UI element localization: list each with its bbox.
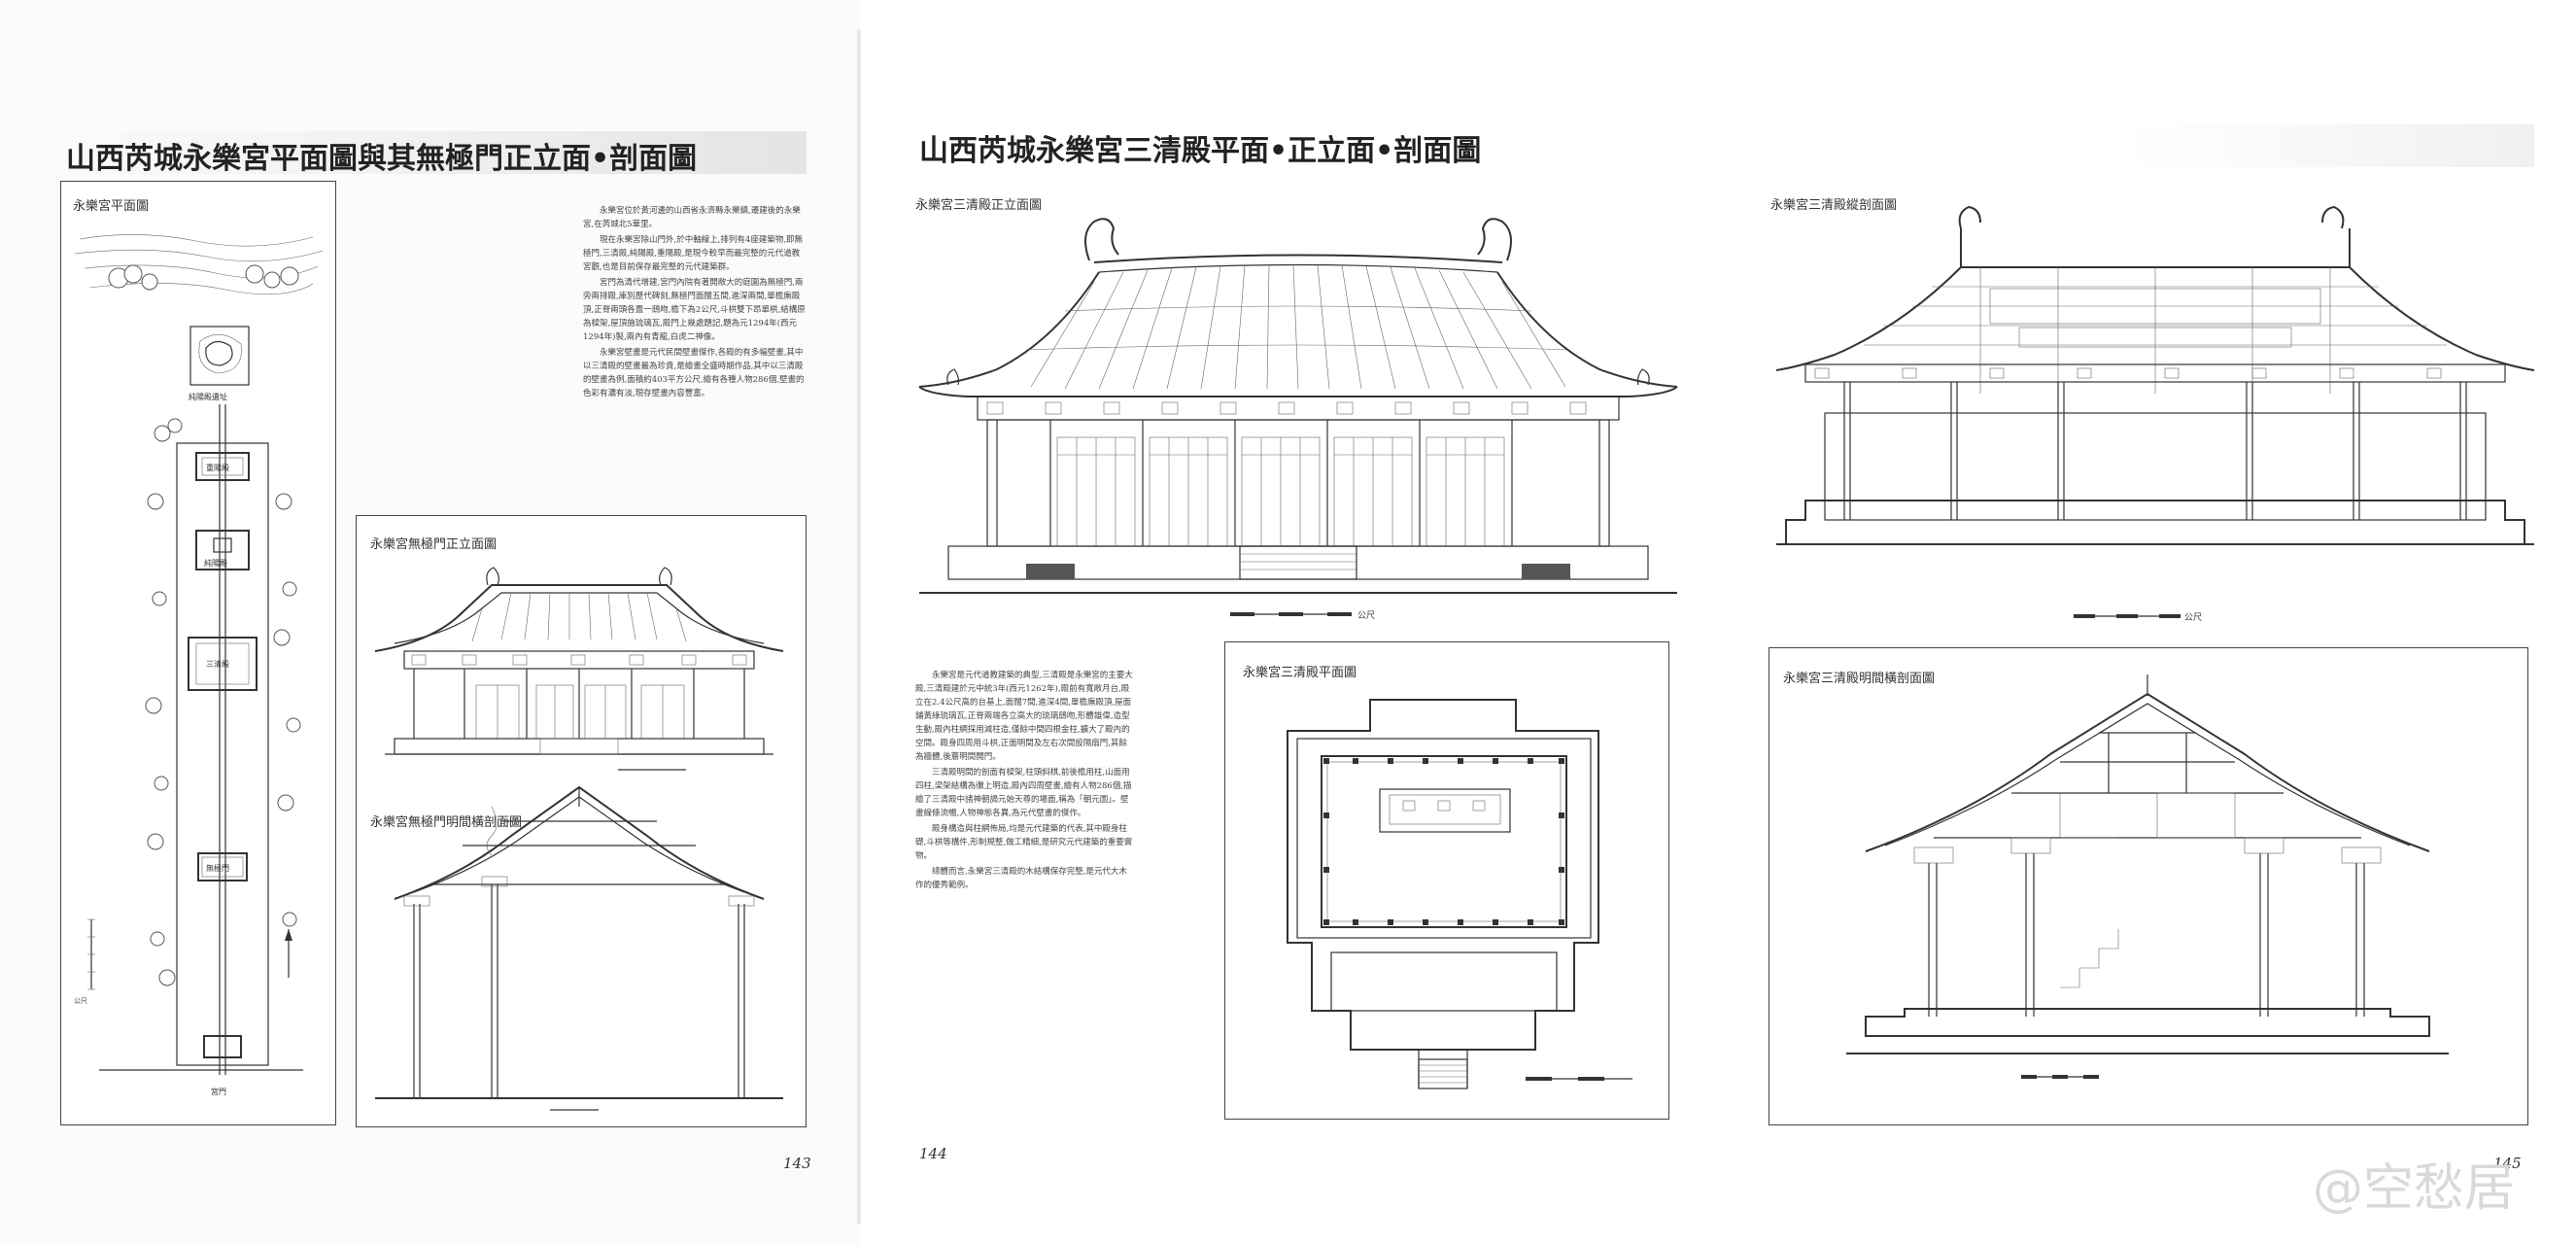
paragraph: 現在永樂宮除山門外,於中軸線上,排列有4座建築物,即無極門,三清殿,純陽殿,重陽… <box>583 235 804 272</box>
site-scale-units: 公尺 <box>74 997 87 1005</box>
paragraph: 永樂宮位於黃河邊的山西省永濟縣永樂鎮,遷建後的永樂宮,在芮城北5華里。 <box>583 206 801 229</box>
sanqing-cross-section <box>1846 674 2449 1079</box>
sanqing-long-section <box>1775 205 2535 545</box>
wuji-gate-elevation <box>374 567 784 1111</box>
paragraph: 殿身構造與柱網佈局,均是元代建築的代表,其中殿身柱礎,斗栱等構件,形制規整,做工… <box>915 824 1133 861</box>
long-section-scale-bar <box>2074 614 2181 618</box>
sanqing-hall-plan <box>1287 699 1632 1089</box>
cross-section-frame: 永樂宮三清殿明間橫剖面圖 <box>1769 647 2528 1125</box>
wuji-elevation-label: 永樂宮無極門正立面圖 <box>370 537 498 552</box>
title-bar <box>39 131 807 174</box>
wuji-gate-frame: 永樂宮無極門正立面圖 永樂宮無極門明間橫剖面圖 <box>356 515 807 1127</box>
watermark: @空愁居 <box>2313 1159 2516 1218</box>
cross-section-label: 永樂宮三清殿明間橫剖面圖 <box>1783 672 1936 686</box>
sanqing-hall-elevation <box>918 218 1678 594</box>
sanqing-plan-frame: 永樂宮三清殿平面圖 <box>1224 641 1669 1120</box>
paragraph: 永樂宮壁畫是元代民間壁畫傑作,各殿的有多幅壁畫,其中以三清殿的壁畫最為珍貴,是繪… <box>583 348 805 398</box>
long-section-scale-units: 公尺 <box>2184 613 2203 623</box>
page-143: 山西芮城永樂宮平面圖與其無極門正立面•剖面圖 永樂宮平面圖 純陽殿遺址 重陽殿 … <box>0 0 860 1244</box>
paragraph: 總體而言,永樂宮三清殿的木結構保存完整,是元代大木作的優秀範例。 <box>915 867 1127 890</box>
wuji-section-label: 永樂宮無極門明間橫剖面圖 <box>370 815 523 830</box>
site-label-gate: 宮門 <box>211 1087 226 1096</box>
page-title-143: 山西芮城永樂宮平面圖與其無極門正立面•剖面圖 <box>66 142 698 176</box>
long-section-label: 永樂宮三清殿縱剖面圖 <box>1770 198 1898 213</box>
sanqing-plan-label: 永樂宮三清殿平面圖 <box>1243 666 1357 680</box>
description-text-144: 永樂宮是元代道教建築的典型,三清殿是永樂宮的主要大殿,三清殿建於元中統3年(西元… <box>915 669 1134 894</box>
gutter-shadow <box>857 29 861 1225</box>
page-title-144: 山西芮城永樂宮三清殿平面•正立面•剖面圖 <box>919 134 1482 168</box>
site-label-ruins: 純陽殿遺址 <box>189 392 227 401</box>
elevation-scale-bar <box>1230 612 1352 616</box>
site-label-chongyang: 重陽殿 <box>206 463 229 472</box>
site-plan-label: 永樂宮平面圖 <box>73 199 150 214</box>
elevation-scale-units: 公尺 <box>1357 611 1376 621</box>
page-number-143: 143 <box>783 1155 811 1172</box>
title-bar <box>890 124 1706 167</box>
page-number-144: 144 <box>919 1145 947 1162</box>
site-label-sanqing: 三清殿 <box>206 659 229 669</box>
page-number-145: 145 <box>2493 1155 2522 1172</box>
title-bar <box>2126 124 2534 167</box>
paragraph: 三清殿明間的剖面有樑架,柱頭斜棋,前後檐用柱,山面用四柱,梁架結構為徹上明造,殿… <box>915 768 1132 818</box>
site-plan-frame: 永樂宮平面圖 <box>60 181 336 1125</box>
site-label-chunyang: 純陽殿 <box>204 558 227 568</box>
page-145: 永樂宮三清殿縱剖面圖 <box>1718 0 2576 1244</box>
site-label-wuji: 無極門 <box>206 863 229 873</box>
sanqing-elevation-label: 永樂宮三清殿正立面圖 <box>915 198 1043 213</box>
paragraph: 永樂宮是元代道教建築的典型,三清殿是永樂宮的主要大殿,三清殿建於元中統3年(西元… <box>915 671 1133 762</box>
page-144: 山西芮城永樂宮三清殿平面•正立面•剖面圖 永樂宮三清殿正立面圖 <box>861 0 1718 1244</box>
site-plan-drawing: 純陽殿遺址 重陽殿 純陽殿 三清殿 無極門 宮門 <box>74 234 324 1096</box>
intro-text-143: 永樂宮位於黃河邊的山西省永濟縣永樂鎮,遷建後的永樂宮,在芮城北5華里。 現在永樂… <box>583 204 807 402</box>
paragraph: 宮門為清代增建,宮門內院有著開敞大的庭園為無極門,兩旁兩排殿,庫別歷代碑刻,無極… <box>583 278 806 342</box>
